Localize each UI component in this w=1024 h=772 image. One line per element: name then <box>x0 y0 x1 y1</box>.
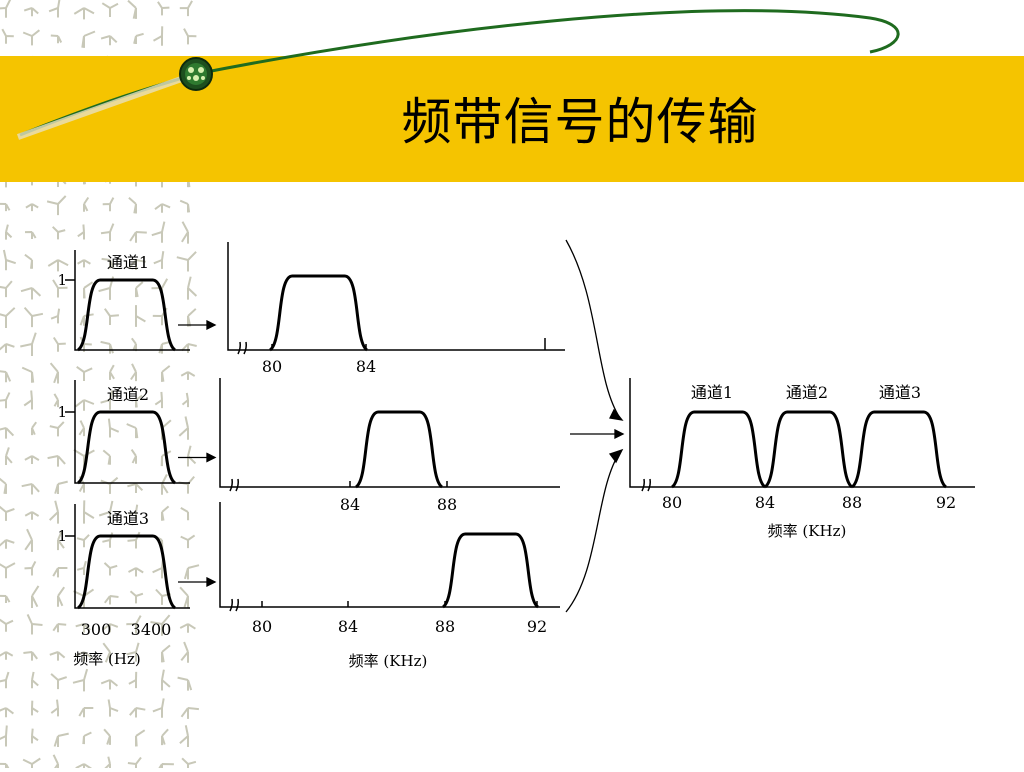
merge-arrow-bottom-head <box>608 448 624 464</box>
source-channel-label-3: 通道3 <box>107 509 149 528</box>
combined-axis <box>629 378 975 488</box>
shifted-pulse-1 <box>268 274 369 352</box>
modulate-arrow-3-head <box>206 576 217 588</box>
combined-tick-1: 80 <box>662 493 682 512</box>
shifted-tick-3-3: 88 <box>435 617 455 636</box>
shifted-tick-2-1: 84 <box>340 495 360 514</box>
source-pulse-3 <box>76 534 177 610</box>
hub-node-icon <box>179 57 213 91</box>
source-tick-300: 300 <box>81 620 112 639</box>
shifted-xlabel: 频率 (KHz) <box>349 652 428 670</box>
merge-arrow-top-head <box>609 408 624 421</box>
source-axis-3 <box>74 504 190 609</box>
axis-break-1 <box>237 341 247 355</box>
axis-break-2 <box>229 478 239 492</box>
shifted-tick-1-2: 84 <box>356 357 376 376</box>
source-axis-1 <box>74 250 190 351</box>
source-channel-label-2: 通道2 <box>107 385 149 404</box>
merge-arrow-middle-head <box>614 428 625 440</box>
decor-curve <box>16 9 900 140</box>
shifted-axis-3 <box>219 502 560 608</box>
combined-channel-label-3: 通道3 <box>879 383 921 402</box>
shifted-tick-3-2: 84 <box>338 617 358 636</box>
shifted-tick-1-1: 80 <box>262 357 282 376</box>
source-pulse-1 <box>76 278 177 352</box>
source-channel-label-1: 通道1 <box>107 253 149 272</box>
source-axis-2 <box>74 380 190 484</box>
combined-xlabel: 频率 (KHz) <box>768 522 847 540</box>
shifted-tick-3-1: 80 <box>252 617 272 636</box>
shifted-tick-3-4: 92 <box>527 617 547 636</box>
source-pulse-2 <box>76 410 177 485</box>
axis-break-3 <box>229 598 239 612</box>
level-tick-label-1: 1 <box>57 271 67 289</box>
source-tick-3400: 3400 <box>131 620 172 639</box>
merge-arrow-top <box>565 239 621 419</box>
combined-pulse-2 <box>763 410 854 489</box>
title-band <box>0 56 1024 182</box>
combined-tick-3: 88 <box>842 493 862 512</box>
combined-pulse-1 <box>670 410 767 489</box>
modulate-arrow-1-head <box>206 319 217 331</box>
shifted-tick-2-2: 88 <box>437 495 457 514</box>
merge-arrow-bottom <box>565 451 621 613</box>
shifted-axis-1 <box>227 242 565 351</box>
shifted-axis-2 <box>219 378 560 488</box>
source-xlabel: 频率 (Hz) <box>73 650 140 668</box>
combined-channel-label-2: 通道2 <box>786 383 828 402</box>
shifted-pulse-2 <box>354 410 444 489</box>
page-title: 频带信号的传输 <box>401 93 759 151</box>
combined-tick-2: 84 <box>755 493 775 512</box>
combined-pulse-3 <box>850 410 948 489</box>
combined-tick-4: 92 <box>936 493 956 512</box>
combined-axis-break <box>641 478 651 492</box>
shifted-pulse-3 <box>441 532 540 609</box>
level-tick-label-2: 1 <box>57 403 67 421</box>
modulate-arrow-2-head <box>206 452 217 463</box>
combined-channel-label-1: 通道1 <box>691 383 733 402</box>
level-tick-label-3: 1 <box>57 527 67 545</box>
